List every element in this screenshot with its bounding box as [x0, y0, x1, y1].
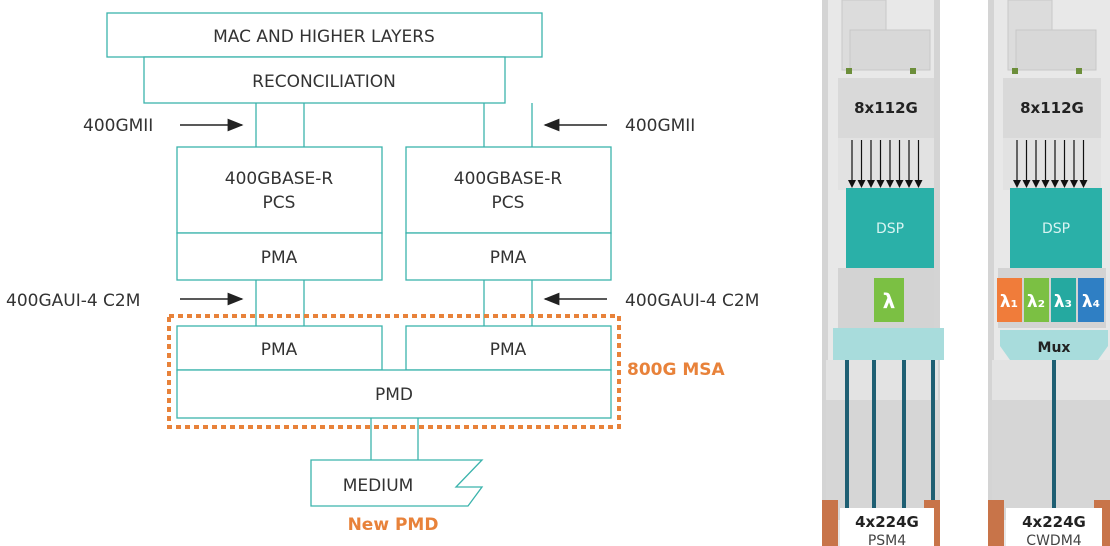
layer-stack [106, 12, 612, 507]
pma-lower-right-label: PMA [490, 340, 527, 360]
cwdm4-mux [1000, 330, 1108, 360]
psm4-optical-label: 4x224G [855, 513, 919, 531]
psm4-lambda-label: λ [883, 289, 896, 313]
psm4-lane-arrows [848, 140, 923, 188]
pma-upper-left-label: PMA [261, 248, 298, 268]
cwdm4-lambda-2 [1024, 278, 1049, 322]
cwdm4-lambda-2-label: λ₂ [1027, 292, 1045, 312]
reconciliation-label: RECONCILIATION [252, 72, 396, 92]
psm4-dsp-label: DSP [876, 221, 904, 237]
psm4-electrical-label: 8x112G [854, 99, 918, 117]
psm4-lane-arrowhead-3 [867, 180, 875, 188]
cwdm4-electrical-label: 8x112G [1020, 99, 1084, 117]
psm4-lane-arrowhead-2 [857, 180, 866, 188]
pmd-box [176, 369, 612, 419]
cwdm4-lambda-4-label: λ₄ [1082, 292, 1100, 312]
mac-label: MAC AND HIGHER LAYERS [213, 27, 435, 47]
pcs-left-label-line1: 400GBASE-R [225, 169, 334, 189]
cwdm4-mux-label: Mux [1038, 340, 1071, 356]
gmii-right-label: 400GMII [625, 116, 695, 136]
medium-box [310, 459, 484, 507]
new-pmd-label: New PMD [348, 515, 439, 535]
psm4-lane-arrowhead-8 [914, 180, 923, 188]
pmd-label: PMD [375, 385, 413, 405]
psm4-name-label: PSM4 [868, 533, 906, 546]
module-cwdm4: 8x112G DSP λ₁ λ₂ λ₃ λ₄ Mux 4x224G CWDM4 [988, 0, 1110, 546]
cwdm4-lane-arrowhead-4 [1041, 180, 1050, 188]
psm4-lane-arrowhead-5 [886, 180, 894, 188]
msa-boundary [167, 314, 621, 429]
cwdm4-lambda-1 [997, 278, 1022, 322]
psm4-lane-arrowhead-7 [905, 180, 913, 188]
cwdm4-lane-arrowhead-8 [1079, 180, 1088, 188]
cwdm4-lambda-1-label: λ₁ [1000, 292, 1018, 312]
pma-upper-right-box [405, 232, 612, 281]
cwdm4-dsp-label: DSP [1042, 221, 1070, 237]
aui-right-label: 400GAUI-4 C2M [625, 291, 759, 311]
module-psm4: 8x112G DSP λ 4x224G PSM4 [822, 0, 944, 546]
pcs-right-label-line1: 400GBASE-R [454, 169, 563, 189]
psm4-fibers [845, 360, 935, 520]
psm4-dsp-block [846, 188, 934, 268]
pma-upper-right-label: PMA [490, 248, 527, 268]
msa-label: 800G MSA [627, 360, 726, 380]
cwdm4-name-label: CWDM4 [1026, 533, 1081, 546]
cwdm4-lane-arrowhead-2 [1022, 180, 1031, 188]
cwdm4-lane-arrows [1013, 140, 1088, 188]
psm4-coupler [833, 328, 944, 360]
cwdm4-lane-arrowhead-1 [1013, 180, 1021, 188]
aui-left-label: 400GAUI-4 C2M [6, 291, 140, 311]
cwdm4-dsp-block [1010, 188, 1102, 268]
cwdm4-lambda-3-label: λ₃ [1054, 292, 1072, 312]
cwdm4-lane-arrowhead-5 [1051, 180, 1059, 188]
pcs-right-box [405, 146, 612, 234]
psm4-lane-arrowhead-6 [895, 180, 904, 188]
gmii-left-label: 400GMII [83, 116, 153, 136]
psm4-lambda [874, 278, 904, 322]
pma-upper-left-box [176, 232, 383, 281]
cwdm4-optical-label: 4x224G [1022, 513, 1086, 531]
cwdm4-lambda-4 [1078, 278, 1104, 322]
pma-lower-left-box [176, 325, 383, 371]
medium-label: MEDIUM [343, 476, 414, 496]
pcs-left-box [176, 146, 383, 234]
psm4-lane-arrowhead-1 [848, 180, 856, 188]
pcs-right-label-line2: PCS [492, 193, 525, 213]
pcs-left-label-line2: PCS [263, 193, 296, 213]
cwdm4-lane-arrowhead-3 [1032, 180, 1040, 188]
mac-box [106, 12, 543, 58]
reconciliation-box [143, 56, 506, 104]
cwdm4-lane-arrowhead-6 [1060, 180, 1069, 188]
pma-lower-right-box [405, 325, 612, 371]
cwdm4-lane-arrowhead-7 [1070, 180, 1078, 188]
psm4-lane-arrowhead-4 [876, 180, 885, 188]
pma-lower-left-label: PMA [261, 340, 298, 360]
cwdm4-lambda-3 [1051, 278, 1076, 322]
